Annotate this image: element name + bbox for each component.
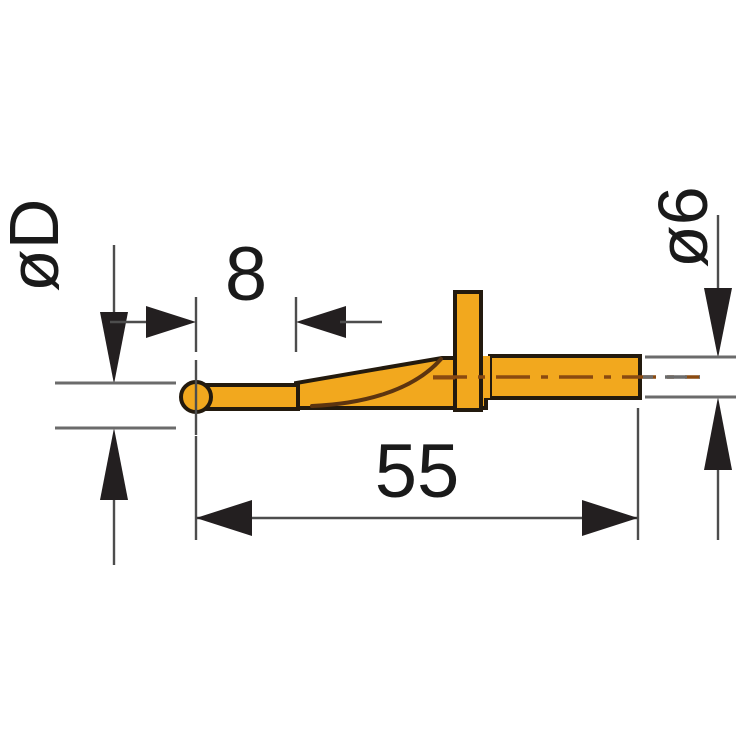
dimension-label-55: 55 [375,429,460,514]
dimension-length-55: 55 [194,408,640,540]
probe-assembly [179,290,700,435]
dimension-label-diameter-D: øD [0,199,73,292]
vertical-fin-flange [453,290,483,412]
arrow-8-right [296,306,346,338]
dimension-diameter-D: øD [0,199,176,565]
arrow-55-left [196,500,252,536]
dimension-label-diameter-6: ø6 [644,186,722,268]
thin-stem [197,383,300,411]
arrow-diameter-D-bottom [100,428,128,500]
arrow-diameter-6-bottom [704,397,732,470]
arrow-diameter-D-top [100,312,128,384]
dimension-length-8: 8 [110,232,382,352]
wedge-internal-curve [310,357,443,408]
dimension-diameter-6: ø6 [644,186,736,540]
arrow-8-left [146,306,196,338]
arrow-55-right [582,500,638,536]
arrow-diameter-6-top [704,288,732,358]
dimension-label-8: 8 [225,232,267,317]
